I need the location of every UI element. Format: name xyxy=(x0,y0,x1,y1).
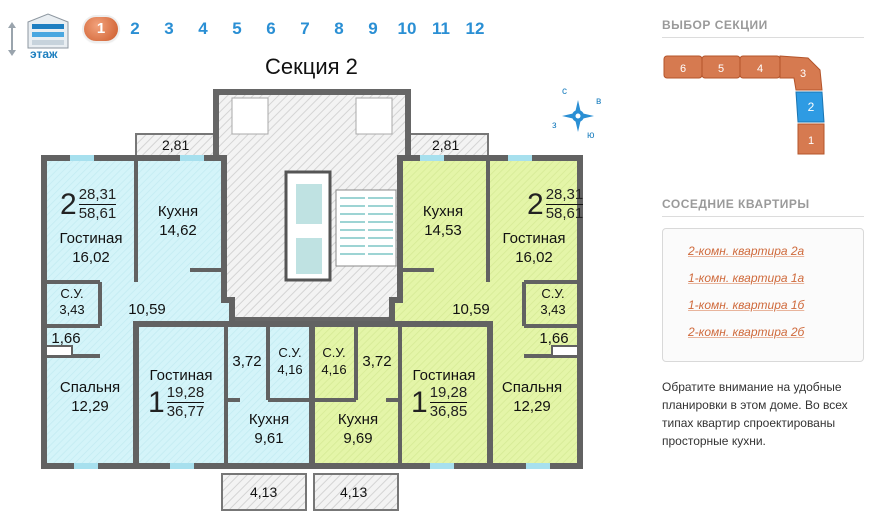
neighbors-title: СОСЕДНИЕ КВАРТИРЫ xyxy=(662,197,810,211)
room-bathroom: С.У.3,43 xyxy=(59,286,85,317)
neighbor-link-2b[interactable]: 2-комн. квартира 2б xyxy=(688,325,805,339)
info-text: Обратите внимание на удобные планировки … xyxy=(662,380,848,448)
balcony-area: 4,13 xyxy=(250,484,278,500)
section-1-button[interactable]: 1 xyxy=(797,123,825,155)
section-label: 5 xyxy=(718,63,724,75)
section-select-title: ВЫБОР СЕКЦИИ xyxy=(662,18,768,32)
room-hall: 3,72 xyxy=(232,353,262,370)
room-living: Гостиная xyxy=(149,367,213,384)
section-label: 3 xyxy=(800,68,806,80)
floor-9-link[interactable]: 9 xyxy=(368,19,378,38)
compass-west: з xyxy=(552,120,557,131)
neighbors-list: 2-комн. квартира 2а 1-комн. квартира 1а … xyxy=(662,228,864,362)
section-5-button[interactable]: 5 xyxy=(701,55,741,79)
balcony-area: 4,13 xyxy=(340,484,368,500)
room-bathroom: С.У.4,16 xyxy=(277,345,303,377)
balcony-area: 2,81 xyxy=(162,137,190,153)
section-title: Секция 2 xyxy=(265,54,358,79)
compass-south: ю xyxy=(587,130,595,141)
room-storage: 1,66 xyxy=(539,330,569,347)
compass-north: с xyxy=(562,86,567,97)
divider xyxy=(662,216,864,217)
floor-11-link[interactable]: 11 xyxy=(432,19,450,38)
floor-label: этаж xyxy=(30,47,58,61)
room-living: Гостиная xyxy=(412,367,476,384)
neighbor-link-1a[interactable]: 1-комн. квартира 1а xyxy=(688,271,805,285)
balcony-area: 2,81 xyxy=(432,137,460,153)
floor-7-link[interactable]: 7 xyxy=(300,19,310,38)
neighbor-link-2a[interactable]: 2-комн. квартира 2а xyxy=(688,244,805,258)
floor-10-link[interactable]: 10 xyxy=(397,19,417,38)
floor-1-link[interactable]: 1 xyxy=(84,17,118,41)
section-3-button[interactable]: 3 xyxy=(779,55,823,91)
section-6-button[interactable]: 6 xyxy=(663,55,703,79)
floor-3-link[interactable]: 3 xyxy=(164,19,174,38)
floor-2-link[interactable]: 2 xyxy=(130,19,140,38)
compass-east: в xyxy=(596,96,602,107)
section-2-button[interactable]: 2 xyxy=(795,91,825,123)
room-storage: 1,66 xyxy=(51,330,81,347)
room-hall: 10,59 xyxy=(452,301,490,318)
floor-5-link[interactable]: 5 xyxy=(232,19,242,38)
floor-icon xyxy=(2,8,72,63)
section-label: 2 xyxy=(808,100,815,114)
floor-6-link[interactable]: 6 xyxy=(266,19,276,38)
divider xyxy=(662,37,864,38)
section-label: 1 xyxy=(808,135,814,147)
floor-12-link[interactable]: 12 xyxy=(465,19,485,38)
floor-plan-drawing xyxy=(41,89,594,511)
compass-icon xyxy=(562,100,594,132)
room-bathroom: С.У.3,43 xyxy=(540,286,566,317)
floor-4-link[interactable]: 4 xyxy=(198,19,208,38)
floor-8-link[interactable]: 8 xyxy=(334,19,344,38)
room-hall: 3,72 xyxy=(362,353,392,370)
section-label: 6 xyxy=(680,63,686,75)
section-map: 6 5 4 3 2 1 xyxy=(662,50,832,160)
section-label: 4 xyxy=(757,63,763,75)
room-hall: 10,59 xyxy=(128,301,166,318)
neighbor-link-1b[interactable]: 1-комн. квартира 1б xyxy=(688,298,805,312)
room-bathroom: С.У.4,16 xyxy=(321,345,347,377)
section-4-button[interactable]: 4 xyxy=(739,55,781,79)
